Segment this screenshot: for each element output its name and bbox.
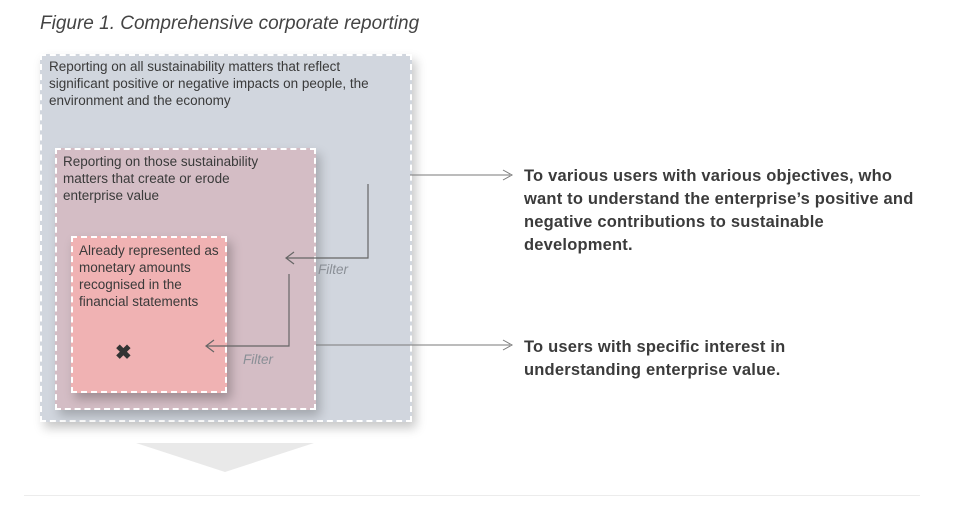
filter-arrow-2 — [207, 274, 290, 347]
bottom-divider — [24, 495, 920, 496]
connector-middle-arrowhead — [502, 339, 514, 351]
outer-box-text: Reporting on all sustainability matters … — [49, 59, 369, 108]
funnel-arrow-icon — [136, 443, 314, 472]
connector-outer-arrowhead — [502, 169, 514, 181]
filter-arrow-1-head — [285, 251, 295, 265]
filter-arrow-1 — [287, 184, 369, 259]
cross-icon: ✖ — [115, 342, 132, 364]
inner-box-financial-statements — [71, 236, 227, 393]
filter-label-1: Filter — [318, 262, 348, 277]
filter-arrow-2-head — [205, 339, 215, 353]
figure-title: Figure 1. Comprehensive corporate report… — [40, 13, 420, 34]
filter-label-2: Filter — [243, 352, 273, 367]
audience-enterprise-text: To users with specific interest in under… — [524, 338, 786, 379]
audience-broad-text: To various users with various objectives… — [524, 167, 914, 254]
middle-box-text: Reporting on those sustainability matter… — [63, 154, 259, 203]
inner-box-text: Already represented as monetary amounts … — [79, 243, 219, 309]
